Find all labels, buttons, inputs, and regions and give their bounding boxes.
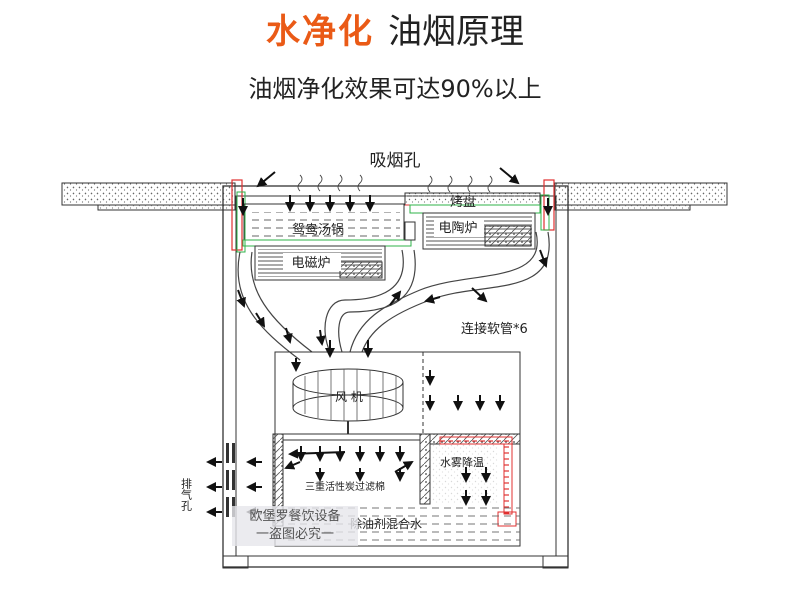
label-hose: 连接软管*6	[461, 321, 528, 337]
label-fan: 风 机	[335, 390, 363, 404]
label-ceramic: 电陶炉	[438, 220, 477, 236]
label-intake: 吸烟孔	[370, 151, 421, 171]
smoke-wisps	[298, 175, 492, 192]
label-filter: 三重活性炭过滤棉	[305, 480, 385, 493]
label-pot: 鸳鸯汤锅	[292, 222, 344, 238]
label-liquid: 除油剂混合水	[350, 516, 422, 531]
watermark-line2: 一盗图必究一	[238, 526, 352, 544]
label-mist: 水雾降温	[440, 455, 484, 469]
watermark-line1: 欧堡罗餐饮设备	[238, 508, 352, 526]
watermark: 欧堡罗餐饮设备 一盗图必究一	[232, 506, 358, 546]
label-exhaust: 排气孔	[180, 477, 193, 512]
label-grill: 烤盘	[450, 194, 476, 210]
cabinet-feet	[223, 556, 568, 568]
label-induction: 电磁炉	[291, 256, 330, 271]
